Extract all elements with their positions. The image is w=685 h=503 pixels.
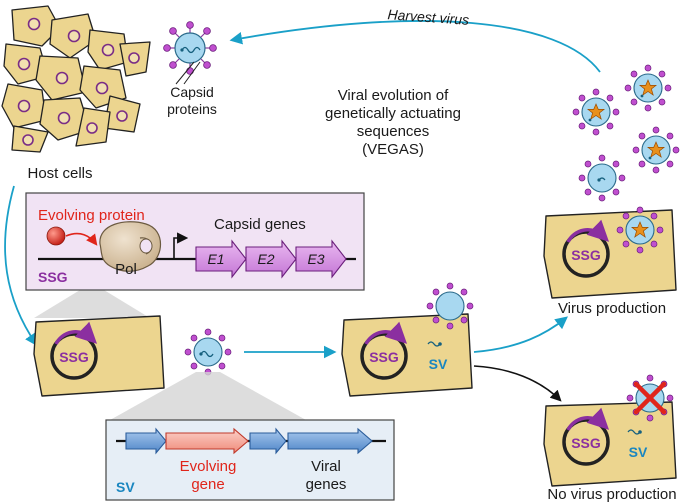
vegas-title-line1: Viral evolution of bbox=[338, 87, 449, 104]
viral-genes-label-1: Viral bbox=[311, 458, 341, 475]
to-no-virus-production-arrow bbox=[473, 365, 562, 402]
capsid-proteins-label-2: proteins bbox=[167, 101, 217, 117]
virus-icon bbox=[616, 206, 664, 254]
polymerase-icon bbox=[99, 221, 161, 272]
ssg-panel: Evolving protein Pol Capsid genes E1 E2 … bbox=[25, 192, 365, 291]
virus-icon bbox=[578, 154, 626, 202]
viral-gene-2 bbox=[249, 427, 287, 455]
cell-ssg-label: SSG bbox=[571, 435, 601, 451]
cell-ssg-label: SSG bbox=[59, 349, 89, 365]
plasmid-icon bbox=[50, 321, 98, 380]
capsid-genes-label: Capsid genes bbox=[214, 216, 306, 233]
harvest-virus-label: Harvest virus bbox=[387, 6, 470, 28]
no-virus-production-cell: SSG SV bbox=[543, 374, 677, 487]
pol-label: Pol bbox=[115, 261, 137, 278]
virus-icon bbox=[184, 328, 232, 376]
capsid-gene-e3: E3 bbox=[295, 239, 347, 279]
host-cells-label: Host cells bbox=[27, 165, 92, 182]
virus-production-label: Virus production bbox=[558, 300, 666, 317]
evolving-gene-label-2: gene bbox=[191, 476, 224, 493]
capsid-proteins-label-1: Capsid bbox=[170, 84, 214, 100]
no-virus-production-label: No virus production bbox=[547, 486, 676, 503]
virus-icon bbox=[624, 64, 672, 112]
svg-text:E3: E3 bbox=[307, 251, 324, 267]
svg-text:E2: E2 bbox=[257, 251, 274, 267]
ssg-sv-cell: SSG SV bbox=[341, 282, 474, 397]
vegas-title-line3: sequences bbox=[357, 123, 430, 140]
ssg-panel-callout bbox=[34, 290, 150, 318]
capsid-gene-e1: E1 bbox=[195, 239, 247, 279]
evolving-gene-arrow bbox=[165, 427, 249, 455]
host-cells-cluster bbox=[1, 5, 151, 153]
virus-icon bbox=[426, 282, 474, 330]
virus-icon bbox=[572, 88, 620, 136]
viral-gene-1 bbox=[125, 427, 167, 455]
ssg-cell: SSG bbox=[33, 315, 165, 397]
cell-sv-label: SV bbox=[629, 444, 648, 460]
to-virus-production-arrow bbox=[473, 316, 568, 353]
svg-text:E1: E1 bbox=[207, 251, 224, 267]
ssg-panel-tag: SSG bbox=[38, 269, 68, 285]
sv-panel-callout bbox=[110, 372, 306, 420]
sv-panel: Evolving gene Viral genes SV bbox=[105, 419, 395, 501]
host-to-ssg-arrow bbox=[4, 185, 38, 347]
cell-ssg-label: SSG bbox=[369, 349, 399, 365]
viral-gene-3 bbox=[287, 427, 373, 455]
vegas-title-line2: genetically actuating bbox=[325, 105, 461, 122]
plasmid-icon bbox=[562, 219, 610, 278]
cell-ssg-label: SSG bbox=[571, 247, 601, 263]
plasmid-icon bbox=[360, 321, 408, 380]
evolving-protein-label: Evolving protein bbox=[38, 207, 145, 224]
virus-icon bbox=[632, 126, 680, 174]
evolving-gene-label-1: Evolving bbox=[180, 458, 237, 475]
harvest-virus-arrow bbox=[229, 20, 601, 73]
promoter-arrow-icon bbox=[173, 232, 189, 259]
viral-genes-label-2: genes bbox=[306, 476, 347, 493]
red-x-icon bbox=[633, 381, 667, 415]
plasmid-icon bbox=[562, 407, 610, 466]
capsid-gene-e2: E2 bbox=[245, 239, 297, 279]
harvested-virus-group bbox=[572, 64, 680, 202]
evolving-protein-arrow bbox=[65, 232, 98, 246]
sv-panel-tag: SV bbox=[116, 479, 135, 495]
cell-sv-label: SV bbox=[429, 356, 448, 372]
virus-production-cell: SSG bbox=[543, 206, 677, 299]
evolving-protein-icon bbox=[46, 226, 66, 246]
vegas-title-line4: (VEGAS) bbox=[362, 141, 424, 158]
